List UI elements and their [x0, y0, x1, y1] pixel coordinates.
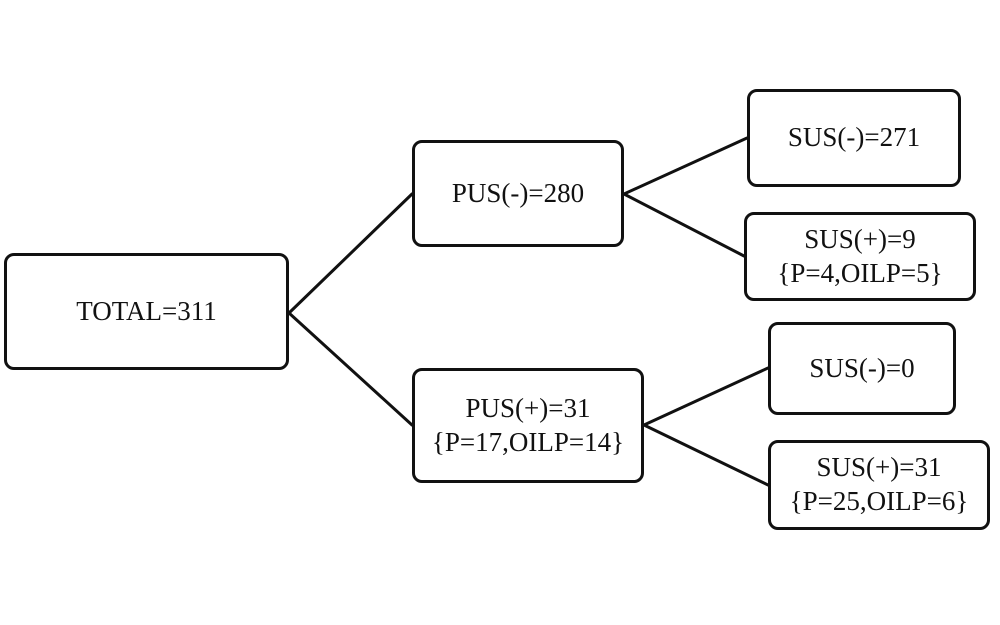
node-sus-positive-lower: SUS(+)=31 {P=25,OILP=6}: [768, 440, 990, 530]
edge-pus-positive-to-sus-negative: [642, 366, 770, 427]
edge-pus-negative-to-sus-negative: [622, 136, 749, 196]
node-pus-positive-breakdown: {P=17,OILP=14}: [431, 426, 625, 457]
node-sus-positive-lower-breakdown: {P=25,OILP=6}: [789, 486, 969, 516]
edge-total-to-pus-positive: [287, 311, 414, 427]
edge-total-to-pus-negative: [287, 192, 414, 315]
node-pus-negative-label: PUS(-)=280: [451, 177, 585, 208]
node-pus-negative: PUS(-)=280: [412, 140, 624, 247]
node-sus-negative-lower: SUS(-)=0: [768, 322, 956, 415]
node-sus-positive-upper-breakdown: {P=4,OILP=5}: [777, 257, 943, 288]
edge-pus-negative-to-sus-positive: [622, 192, 746, 258]
node-sus-negative-upper: SUS(-)=271: [747, 89, 961, 187]
node-sus-negative-lower-label: SUS(-)=0: [809, 352, 915, 383]
node-total-label: TOTAL=311: [76, 295, 217, 326]
node-total: TOTAL=311: [4, 253, 289, 370]
edge-pus-positive-to-sus-positive: [642, 423, 770, 487]
node-sus-positive-upper: SUS(+)=9 {P=4,OILP=5}: [744, 212, 976, 301]
node-pus-positive-label: PUS(+)=31: [465, 392, 591, 423]
node-pus-positive: PUS(+)=31 {P=17,OILP=14}: [412, 368, 644, 483]
node-sus-positive-lower-label: SUS(+)=31: [816, 452, 942, 483]
node-sus-negative-upper-label: SUS(-)=271: [787, 122, 921, 153]
node-sus-positive-upper-label: SUS(+)=9: [804, 223, 916, 254]
